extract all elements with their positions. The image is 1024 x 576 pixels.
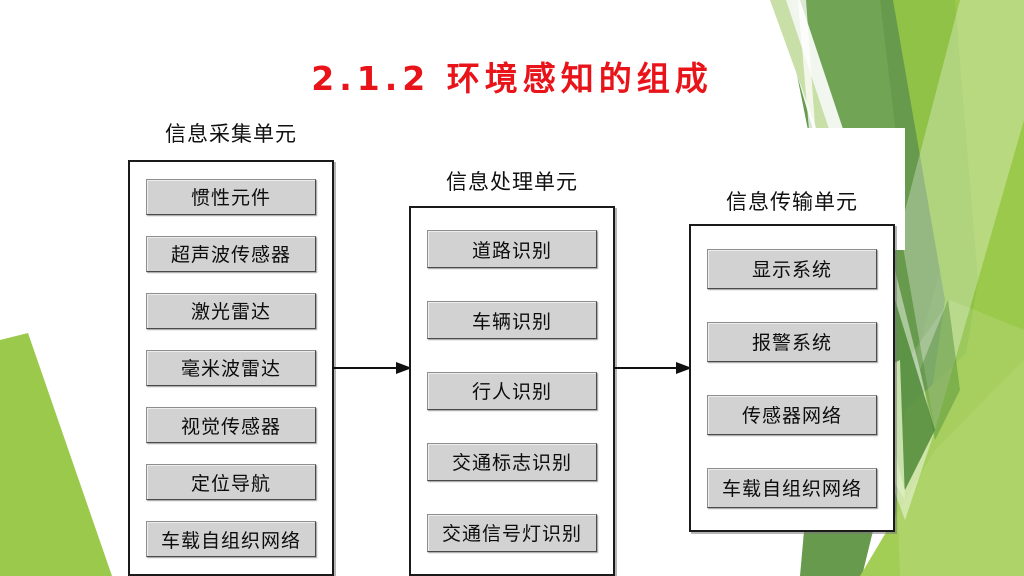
unit-group-collection: 信息采集单元 惯性元件 超声波传感器 激光雷达 毫米波雷达 视觉传感器 定位导航…: [128, 118, 334, 576]
unit-box-processing: 道路识别 车辆识别 行人识别 交通标志识别 交通信号灯识别: [409, 206, 615, 576]
unit-box-collection: 惯性元件 超声波传感器 激光雷达 毫米波雷达 视觉传感器 定位导航 车载自组织网…: [128, 160, 334, 576]
item-list-processing: 道路识别 车辆识别 行人识别 交通标志识别 交通信号灯识别: [411, 208, 613, 574]
decor-right-bright-2: [890, 300, 1024, 576]
item-pedestrian-recognition[interactable]: 行人识别: [427, 371, 597, 410]
connector-arrow-collection-to-processing: [332, 362, 412, 374]
item-list-collection: 惯性元件 超声波传感器 激光雷达 毫米波雷达 视觉传感器 定位导航 车载自组织网…: [130, 162, 332, 574]
decor-left-wedge: [0, 333, 112, 576]
page-title: 2.1.2 环境感知的组成: [311, 59, 713, 98]
item-vanet[interactable]: 车载自组织网络: [707, 467, 877, 508]
item-lidar[interactable]: 激光雷达: [146, 292, 316, 329]
connector-arrow-processing-to-transmission: [614, 362, 692, 374]
item-millimeter-wave-radar[interactable]: 毫米波雷达: [146, 349, 316, 386]
item-list-transmission: 显示系统 报警系统 传感器网络 车载自组织网络: [691, 226, 893, 530]
item-inertial-component[interactable]: 惯性元件: [146, 178, 316, 215]
decor-top-slash-2: [775, 0, 860, 205]
decor-pale-overlay-3: [893, 300, 1024, 576]
item-alarm-system[interactable]: 报警系统: [707, 321, 877, 362]
unit-group-transmission: 信息传输单元 显示系统 报警系统 传感器网络 车载自组织网络: [689, 186, 895, 534]
item-vehicle-recognition[interactable]: 车辆识别: [427, 301, 597, 340]
unit-group-processing: 信息处理单元 道路识别 车辆识别 行人识别 交通标志识别 交通信号灯识别: [409, 166, 615, 576]
item-road-recognition[interactable]: 道路识别: [427, 230, 597, 269]
item-display-system[interactable]: 显示系统: [707, 248, 877, 289]
decor-dark-accent-2: [920, 300, 960, 440]
unit-box-transmission: 显示系统 报警系统 传感器网络 车载自组织网络: [689, 224, 895, 532]
unit-label-collection: 信息采集单元: [165, 122, 297, 146]
item-sensor-network[interactable]: 传感器网络: [707, 394, 877, 435]
unit-label-processing: 信息处理单元: [446, 170, 578, 194]
item-vision-sensor[interactable]: 视觉传感器: [146, 407, 316, 444]
item-traffic-light-recognition[interactable]: 交通信号灯识别: [427, 513, 597, 552]
item-ultrasonic-sensor[interactable]: 超声波传感器: [146, 235, 316, 272]
unit-label-transmission: 信息传输单元: [726, 190, 858, 214]
item-positioning-navigation[interactable]: 定位导航: [146, 464, 316, 501]
item-vehicular-ad-hoc-network[interactable]: 车载自组织网络: [146, 521, 316, 558]
item-traffic-sign-recognition[interactable]: 交通标志识别: [427, 442, 597, 481]
